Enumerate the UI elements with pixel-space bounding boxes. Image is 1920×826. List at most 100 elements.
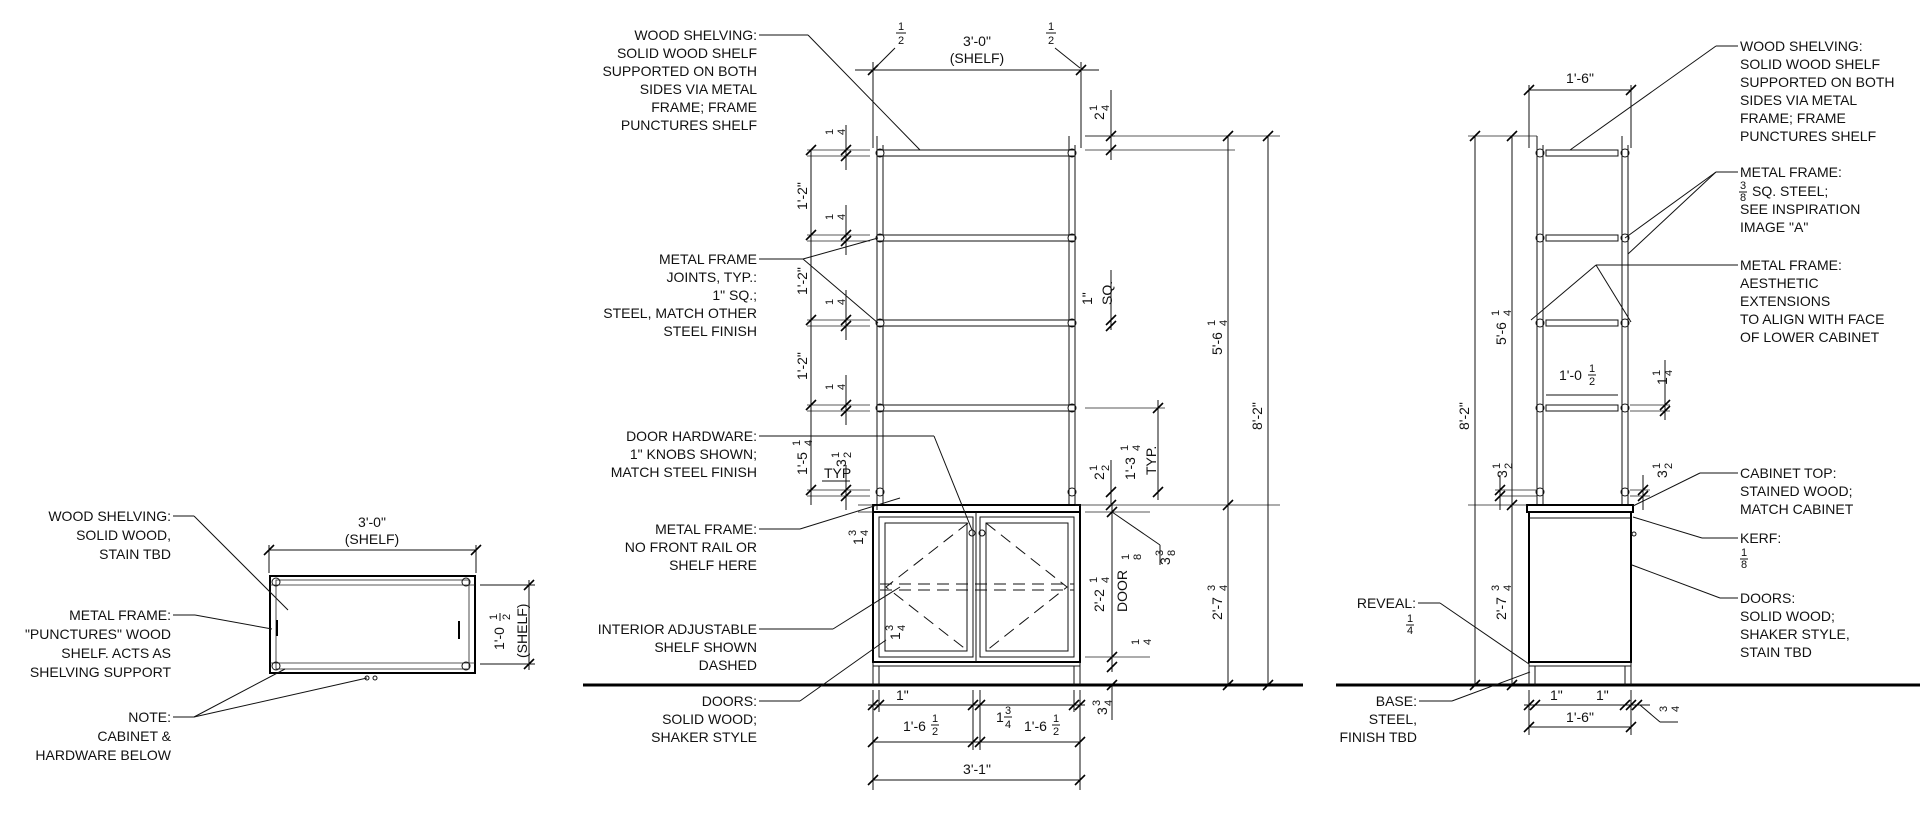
svg-text:1'-6: 1'-6 (1024, 718, 1047, 734)
svg-text:EXTENSIONS: EXTENSIONS (1740, 293, 1830, 309)
svg-text:1: 1 (996, 709, 1004, 725)
front-shelf-4 (875, 403, 1077, 413)
svg-text:3: 3 (1740, 180, 1746, 192)
svg-text:4: 4 (1407, 625, 1413, 637)
svg-text:1: 1 (1407, 613, 1413, 625)
svg-text:1: 1 (1651, 370, 1663, 376)
svg-text:1: 1 (791, 440, 803, 446)
svg-text:SEE INSPIRATION: SEE INSPIRATION (1740, 201, 1860, 217)
svg-text:1: 1 (1589, 363, 1595, 375)
side-shelf-1 (1535, 148, 1630, 158)
front-half-typ: 3 (833, 459, 849, 467)
front-eighth-den: 8 (1132, 554, 1144, 560)
svg-text:3: 3 (1490, 585, 1502, 591)
svg-text:1: 1 (1053, 713, 1059, 725)
front-counter-thick: 1 (850, 537, 866, 545)
svg-text:OF LOWER CABINET: OF LOWER CABINET (1740, 329, 1880, 345)
svg-text:2: 2 (1589, 376, 1595, 388)
svg-text:IMAGE "A": IMAGE "A" (1740, 219, 1808, 235)
svg-text:MATCH CABINET: MATCH CABINET (1740, 501, 1854, 517)
side-shelf-depth: 1'-6" (1566, 70, 1594, 86)
svg-text:METAL FRAME:: METAL FRAME: (1740, 257, 1842, 273)
plan-depth-label: (SHELF) (514, 604, 530, 658)
front-q4-den: 4 (836, 384, 848, 390)
front-note-wood-shelving: WOOD SHELVING: SOLID WOOD SHELF SUPPORTE… (602, 27, 921, 151)
svg-text:3: 3 (847, 530, 859, 536)
svg-text:1: 1 (1088, 465, 1100, 471)
front-eighth-num: 1 (1120, 554, 1132, 560)
side-note-base: BASE: STEEL, FINISH TBD (1339, 671, 1531, 745)
plan-note-wood-shelving: WOOD SHELVING: SOLID WOOD, STAIN TBD (48, 508, 289, 611)
svg-text:METAL FRAME: METAL FRAME (659, 251, 757, 267)
svg-text:FRAME; FRAME: FRAME; FRAME (1740, 110, 1846, 126)
svg-text:SHAKER STYLE,: SHAKER STYLE, (1740, 626, 1850, 642)
side-one-left: 1" (1550, 687, 1563, 703)
svg-text:1: 1 (1119, 445, 1131, 451)
side-base-height: 2'-7 (1493, 597, 1509, 620)
side-note-kerf: KERF: 1 8 (1632, 516, 1781, 571)
svg-text:TO ALIGN WITH FACE: TO ALIGN WITH FACE (1740, 311, 1884, 327)
plan-shelf (269, 575, 476, 681)
side-shelf-2 (1535, 233, 1630, 243)
front-note-doors: DOORS: SOLID WOOD; SHAKER STYLE (651, 639, 887, 745)
front-q1-den: 4 (836, 129, 848, 135)
svg-text:STEEL, MATCH OTHER: STEEL, MATCH OTHER (603, 305, 757, 321)
svg-text:4: 4 (1100, 105, 1112, 111)
svg-text:1: 1 (1651, 463, 1663, 469)
front-typ-label: TYP (824, 465, 851, 481)
svg-text:FINISH TBD: FINISH TBD (1339, 729, 1417, 745)
front-note-door-hardware: DOOR HARDWARE: 1" KNOBS SHOWN; MATCH STE… (611, 428, 973, 531)
side-note-metal-frame: METAL FRAME: 3 8 SQ. STEEL; SEE INSPIRAT… (1624, 164, 1860, 255)
front-q3-num: 1 (824, 299, 836, 305)
side-note-cabinet-top: CABINET TOP: STAINED WOOD; MATCH CABINET (1632, 465, 1854, 517)
svg-text:DASHED: DASHED (699, 657, 757, 673)
svg-text:MATCH STEEL FINISH: MATCH STEEL FINISH (611, 464, 757, 480)
svg-text:AESTHETIC: AESTHETIC (1740, 275, 1819, 291)
svg-text:1: 1 (1741, 547, 1747, 559)
front-door-width-right: 1'-6 1 2 (1024, 713, 1060, 738)
svg-text:SOLID WOOD SHELF: SOLID WOOD SHELF (1740, 56, 1880, 72)
svg-text:2: 2 (1503, 463, 1515, 469)
side-note-metal-frame-ext: METAL FRAME: AESTHETIC EXTENSIONS TO ALI… (1530, 257, 1884, 345)
svg-text:2: 2 (932, 726, 938, 738)
plan-depth-frac-num: 1 (488, 614, 500, 620)
side-shelf-gap: 1'-0 (1559, 367, 1582, 383)
svg-text:1" KNOBS SHOWN;: 1" KNOBS SHOWN; (630, 446, 757, 462)
svg-text:KERF:: KERF: (1740, 530, 1781, 546)
svg-text:3: 3 (884, 625, 896, 631)
svg-text:SOLID WOOD;: SOLID WOOD; (1740, 608, 1835, 624)
svg-text:4: 4 (1131, 445, 1143, 451)
front-counter-thick-2: 1 (887, 632, 903, 640)
svg-text:JOINTS, TYP.:: JOINTS, TYP.: (666, 269, 757, 285)
svg-text:1" SQ.;: 1" SQ.; (712, 287, 757, 303)
front-overall-width: 3'-1" (963, 761, 991, 777)
front-total-height: 8'-2" (1249, 402, 1265, 430)
svg-text:8: 8 (1166, 550, 1178, 556)
front-door-height: 2'-2 (1091, 589, 1107, 612)
front-base-height: 2'-7 (1209, 597, 1225, 620)
svg-text:4: 4 (1502, 310, 1514, 316)
side-knob-icon (1631, 531, 1637, 537)
svg-text:1: 1 (1206, 320, 1218, 326)
side-quarter: 1 (1654, 377, 1670, 385)
svg-text:3: 3 (1206, 585, 1218, 591)
svg-text:INTERIOR ADJUSTABLE: INTERIOR ADJUSTABLE (598, 621, 757, 637)
svg-text:DOOR HARDWARE:: DOOR HARDWARE: (626, 428, 757, 444)
front-door-label: DOOR (1114, 570, 1130, 612)
knob-icon (968, 529, 976, 537)
front-one-in: 1" (1079, 292, 1095, 305)
front-shelf-1 (875, 148, 1077, 158)
front-spacing-3: 1'-2" (794, 352, 810, 380)
front-note-interior-shelf: INTERIOR ADJUSTABLE SHELF SHOWN DASHED (598, 586, 901, 673)
svg-text:STAIN TBD: STAIN TBD (99, 546, 171, 562)
svg-text:3: 3 (1005, 705, 1011, 717)
front-half-left-den: 2 (898, 35, 904, 47)
svg-text:4: 4 (896, 625, 908, 631)
svg-text:METAL FRAME:: METAL FRAME: (69, 607, 171, 623)
svg-text:SIDES VIA METAL: SIDES VIA METAL (1740, 92, 1857, 108)
svg-text:METAL FRAME:: METAL FRAME: (655, 521, 757, 537)
front-one-in-bottom: 1" (896, 687, 909, 703)
side-one-right: 1" (1596, 687, 1609, 703)
side-total-height: 8'-2" (1456, 402, 1472, 430)
svg-text:4: 4 (1103, 700, 1115, 706)
